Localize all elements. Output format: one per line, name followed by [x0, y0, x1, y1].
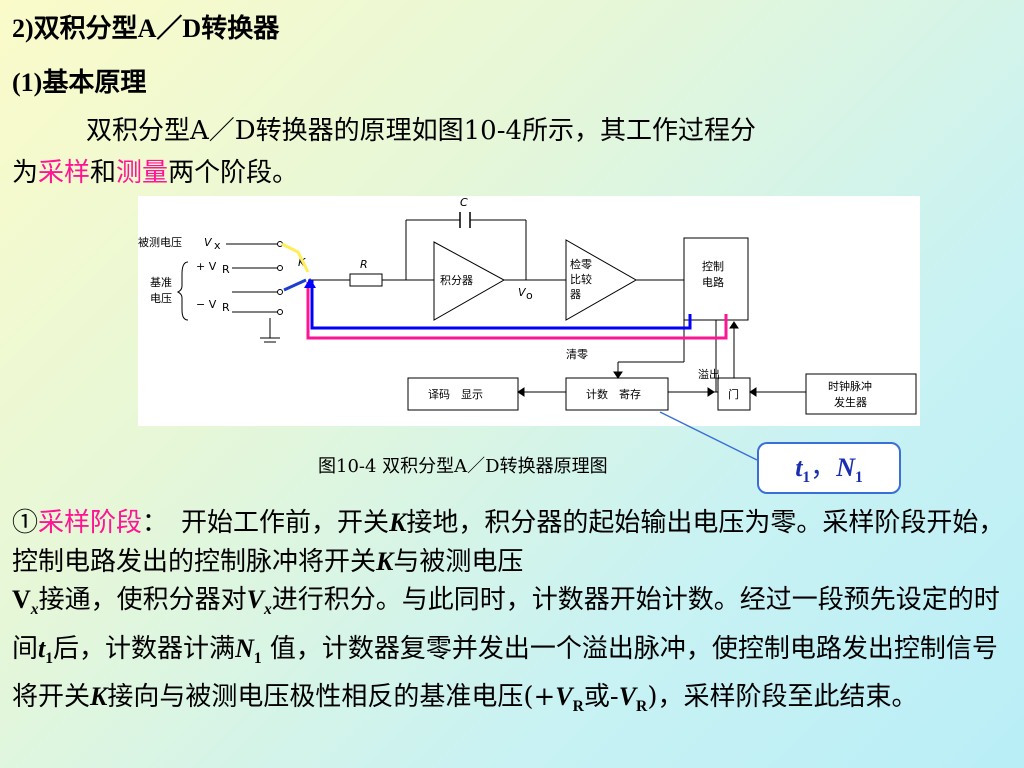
clear-label: 清零 — [566, 348, 588, 361]
comparator-amp — [565, 239, 638, 321]
comparator-label-1: 检零 — [570, 257, 592, 271]
slide-subheading: (1)基本原理 — [12, 62, 146, 99]
clock-label-1: 时钟脉冲 — [828, 379, 872, 393]
minus-vr-sub: R — [222, 301, 230, 314]
circle-one: ① — [12, 508, 39, 538]
counter-label: 计数 寄存 — [586, 387, 641, 401]
caption-text: 图10-4 双积分型A／D转换器原理图 — [318, 456, 608, 477]
t-sub: 1 — [45, 649, 54, 667]
or-text: 或- — [583, 682, 619, 713]
control-label-2: 电路 — [702, 276, 724, 289]
intro-line-2: 为采样和测量两个阶段。 — [12, 152, 298, 189]
decode-display-label: 译码 显示 — [428, 388, 483, 401]
ref-voltage-label-1: 基准 — [150, 276, 172, 289]
v-symbol-1: V — [12, 585, 31, 614]
sampling-phase-title: 采样阶段 — [38, 508, 143, 538]
figure-caption: 图10-4 双积分型A／D转换器原理图 — [318, 452, 608, 478]
heading-text: 2)双积分型A／D转换器 — [12, 14, 280, 43]
sampling-paragraph: ①采样阶段： 开始工作前，开关K接地，积分器的起始输出电压为零。采样阶段开始，控… — [12, 504, 1017, 727]
overflow-label: 溢出 — [698, 367, 720, 381]
v-symbol-2: V — [246, 585, 264, 614]
plus-vr-label: + V — [196, 260, 217, 273]
body-text-1: 开始工作前，开关 — [155, 508, 390, 538]
gate-label: 门 — [728, 387, 739, 401]
switch-contacts — [277, 241, 283, 315]
vo-label: V — [518, 286, 527, 299]
control-label-1: 控制 — [702, 259, 724, 273]
callout-sep: ， — [810, 453, 837, 483]
slide-heading: 2)双积分型A／D转换器 — [12, 8, 279, 45]
intro-and: 和 — [90, 158, 117, 188]
t-symbol: t — [38, 633, 46, 663]
subheading-text: (1)基本原理 — [12, 68, 147, 97]
intro-line-1: 双积分型A／D转换器的原理如图10-4所示，其工作过程分 — [86, 110, 756, 147]
intro-text-2: 为 — [12, 158, 39, 188]
measuring-highlight: 测量 — [116, 158, 169, 188]
k-symbol-1: K — [389, 508, 407, 537]
integrator-label: 积分器 — [440, 274, 473, 287]
resistor-label: R — [360, 258, 368, 271]
vx-sub: x — [214, 239, 221, 252]
intro-text-3: 两个阶段。 — [168, 158, 299, 188]
intro-text-1: 双积分型A／D转换器的原理如图10-4所示，其工作过程分 — [86, 116, 757, 146]
body-text-4: 接通，使积分器对 — [38, 585, 247, 615]
plus-vr-sub: R — [222, 263, 230, 276]
colon: ： — [142, 508, 156, 538]
sampling-highlight: 采样 — [38, 158, 91, 188]
v-symbol-3: V — [555, 682, 573, 712]
counter-box — [565, 377, 669, 411]
control-circuit-box — [683, 237, 749, 321]
body-text-9: )，采样阶段至此结束。 — [647, 682, 918, 713]
ref-voltage-label-2: 电压 — [150, 292, 172, 305]
k-symbol-2: K — [376, 546, 394, 576]
switch-highlight — [281, 242, 310, 273]
callout-t-sub: 1 — [802, 469, 811, 487]
vx-label: V — [204, 236, 213, 249]
input-lines — [226, 243, 280, 343]
x-sub-1: x — [30, 601, 39, 619]
clock-label-2: 发生器 — [834, 395, 867, 409]
r-sub-2: R — [636, 698, 648, 716]
k-symbol-3: K — [90, 682, 108, 712]
n-symbol: N — [235, 633, 254, 663]
blue-control-path — [310, 280, 692, 330]
capacitor-label: C — [460, 196, 468, 209]
body-text-6: 后，计数器计满 — [53, 633, 236, 664]
switch-k — [283, 278, 307, 292]
body-text-5: 进行积分。与此同时，计数器开始计数。经过一段预先设定的时间 — [12, 585, 1000, 664]
ref-brace — [176, 261, 189, 321]
v-symbol-4: V — [618, 682, 637, 712]
body-text-3: 与被测电压 — [393, 546, 524, 577]
r-sub-1: R — [572, 698, 584, 716]
vo-sub: o — [526, 289, 533, 302]
body-text-8: 接向与被测电压极性相反的基准电压(+ — [107, 682, 556, 713]
clock-box — [805, 373, 917, 415]
comparator-label-2: 比较 — [570, 272, 592, 286]
callout-t: t — [795, 453, 803, 482]
minus-vr-label: − V — [196, 298, 217, 311]
resistor-r — [349, 273, 383, 287]
blue-path-arrowhead — [304, 278, 316, 288]
callout-n: N — [836, 453, 856, 482]
input-voltage-label: 被测电压 — [138, 236, 182, 249]
comparator-label-3: 器 — [570, 288, 581, 301]
body-text-7: 值，计数器复零并发出一个溢出脉冲，使控制电路发出控制信号将开关 — [12, 633, 998, 713]
decode-display-box — [407, 377, 519, 411]
callout-box: t1，N1 — [757, 442, 901, 494]
body-text-2: 接地，积分器的起始输出电压为零。采样阶段开始，控制电路发出的控制脉冲将开关 — [12, 508, 1005, 577]
integrator-amp — [433, 241, 506, 321]
pink-control-path — [306, 282, 728, 340]
circuit-diagram: 被测电压 V x 基准 电压 + V R − V R K — [138, 196, 920, 426]
n-sub: 1 — [253, 649, 262, 667]
x-sub-2: x — [263, 601, 272, 619]
callout-n-sub: 1 — [855, 469, 863, 487]
